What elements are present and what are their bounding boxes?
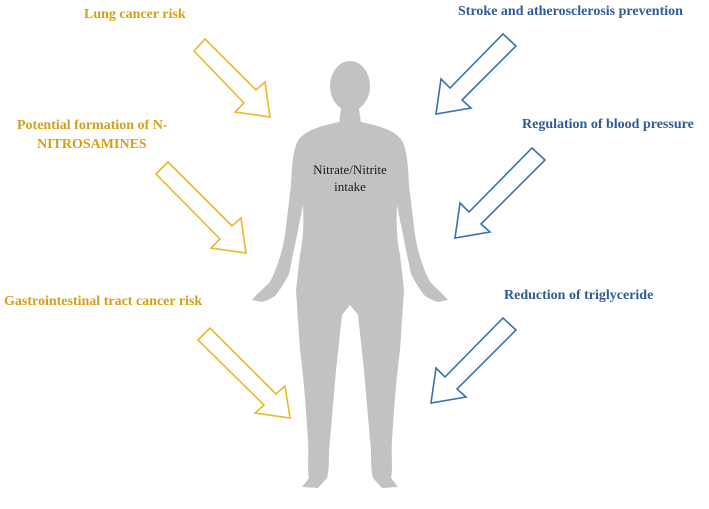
benefit-arrow-1 bbox=[435, 32, 518, 115]
center-label: Nitrate/Nitrite intake bbox=[300, 161, 400, 195]
risk-arrow-2 bbox=[154, 160, 247, 254]
benefit-label-blood-pressure: Regulation of blood pressure bbox=[522, 117, 694, 132]
risk-label-nitrosamines: Potential formation of N- NITROSAMINES bbox=[17, 116, 167, 154]
benefit-label-triglyceride: Reduction of triglyceride bbox=[504, 288, 654, 303]
human-body-figure bbox=[252, 61, 448, 488]
risk-label-nitrosamines-line-2: NITROSAMINES bbox=[37, 137, 147, 152]
risk-label-gi-cancer: Gastrointestinal tract cancer risk bbox=[4, 294, 203, 309]
center-label-line-2: intake bbox=[334, 179, 366, 194]
risk-label-nitrosamines-line-1: Potential formation of N- bbox=[17, 118, 168, 133]
center-label-line-1: Nitrate/Nitrite bbox=[313, 162, 387, 177]
risk-arrow-3 bbox=[196, 326, 291, 419]
benefit-arrow-2 bbox=[454, 146, 547, 239]
benefit-label-stroke-prevention: Stroke and atherosclerosis prevention bbox=[458, 4, 683, 19]
risk-arrow-1 bbox=[192, 37, 271, 118]
benefit-arrow-3 bbox=[430, 316, 518, 404]
risk-label-lung-cancer: Lung cancer risk bbox=[84, 7, 186, 22]
